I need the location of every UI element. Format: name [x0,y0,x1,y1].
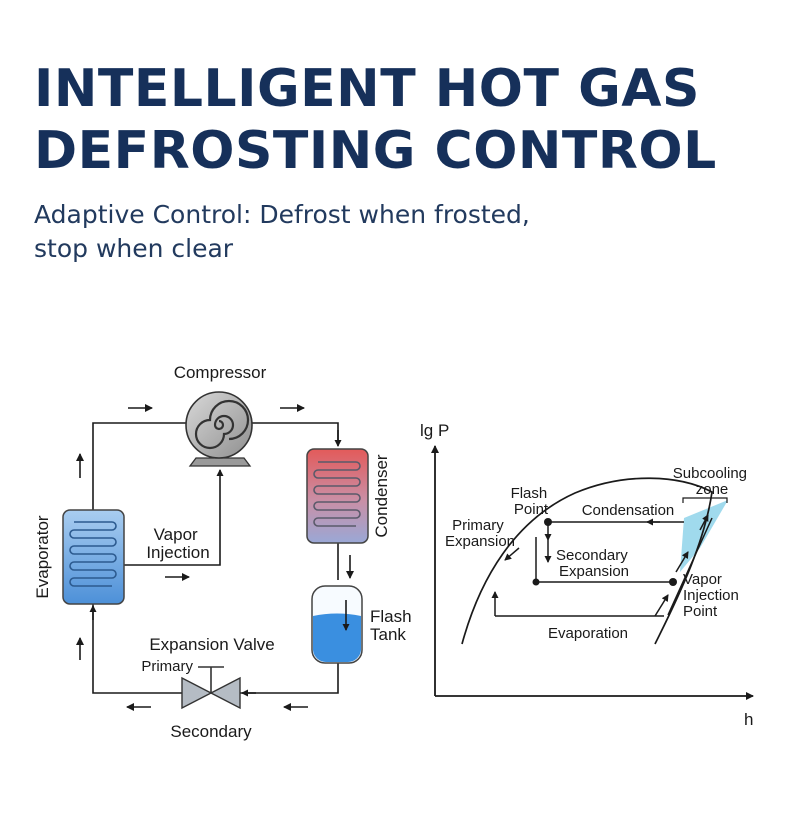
compression-arrow [675,551,689,573]
secondary-expansion-label-line: Expansion [559,563,629,580]
compressor-label: Compressor [174,363,267,382]
condenser-label: Condenser [372,454,391,538]
subcooling-zone-label-line: Subcooling [673,465,747,482]
secondary-expansion-label: Secondary Expansion [556,547,632,580]
flash-tank-label: Flash Tank [370,607,416,644]
evaporation-label: Evaporation [548,625,628,642]
flash-point-label-line: Flash [511,485,548,502]
vapor-injection-point-label-line: Injection [683,587,739,604]
pressure-enthalpy-diagram: lg P h Subcooling zone Flash Point Conde… [420,421,754,729]
vapor-injection-point-label: Vapor Injection Point [683,571,743,620]
compressor-icon [185,391,253,467]
secondary-label: Secondary [170,722,252,741]
vapor-injection-point-marker [669,578,677,586]
primary-label: Primary [141,658,193,675]
subcooling-zone-label: Subcooling zone [673,465,751,498]
primary-expansion-label: Primary Expansion [445,517,515,550]
pipe-evaporator-to-compressor [92,422,186,510]
page-title: INTELLIGENT HOT GAS DEFROSTING CONTROL [34,58,717,182]
title-line-2: DEFROSTING CONTROL [34,121,717,181]
x-axis-label: h [744,710,753,729]
flash-point-label-line: Point [514,501,549,518]
pipe-compressor-to-condenser [252,422,339,445]
flash-point-marker [544,518,552,526]
secondary-expansion-label-line: Secondary [556,547,628,564]
pipe-valve-to-evaporator [92,604,182,694]
vapor-injection-label: Vapor Injection [146,525,209,562]
vapor-injection-label-line: Vapor [154,525,198,544]
vapor-injection-label-line: Injection [146,543,209,562]
page-subtitle: Adaptive Control: Defrost when frosted, … [34,198,530,266]
condenser-icon [306,448,369,544]
expansion-valve-label: Expansion Valve [149,635,274,654]
flash-tank-label-line: Flash [370,607,412,626]
pipe-vapor-injection [124,469,224,566]
expansion-valve-icon [181,666,241,710]
evaporator-label: Evaporator [33,515,52,598]
primary-expansion-label-line: Primary [452,517,504,534]
primary-expansion-arrow [504,547,520,561]
intermediate-point-marker [532,578,540,586]
subtitle-line-1: Adaptive Control: Defrost when frosted, [34,200,530,229]
flash-tank-icon [311,585,363,664]
flash-point-label: Flash Point [511,485,552,518]
vapor-injection-point-label-line: Vapor [683,571,722,588]
title-line-1: INTELLIGENT HOT GAS [34,59,700,119]
vapor-injection-point-label-line: Point [683,603,718,620]
refrigeration-cycle-diagram [76,404,354,711]
evaporation-arrow [654,594,669,617]
y-axis-label: lg P [420,421,449,440]
subcooling-zone-label-line: zone [696,481,729,498]
flash-tank-label-line: Tank [370,625,406,644]
subcooling-zone-bracket [682,497,728,503]
evaporator-icon [62,509,125,605]
subtitle-line-2: stop when clear [34,234,234,263]
primary-expansion-label-line: Expansion [445,533,515,550]
vapor-line-extension [667,517,713,616]
subcooling-arrow [699,514,709,531]
pipe-flash-tank-to-valve [240,663,339,694]
condensation-label: Condensation [582,502,675,519]
